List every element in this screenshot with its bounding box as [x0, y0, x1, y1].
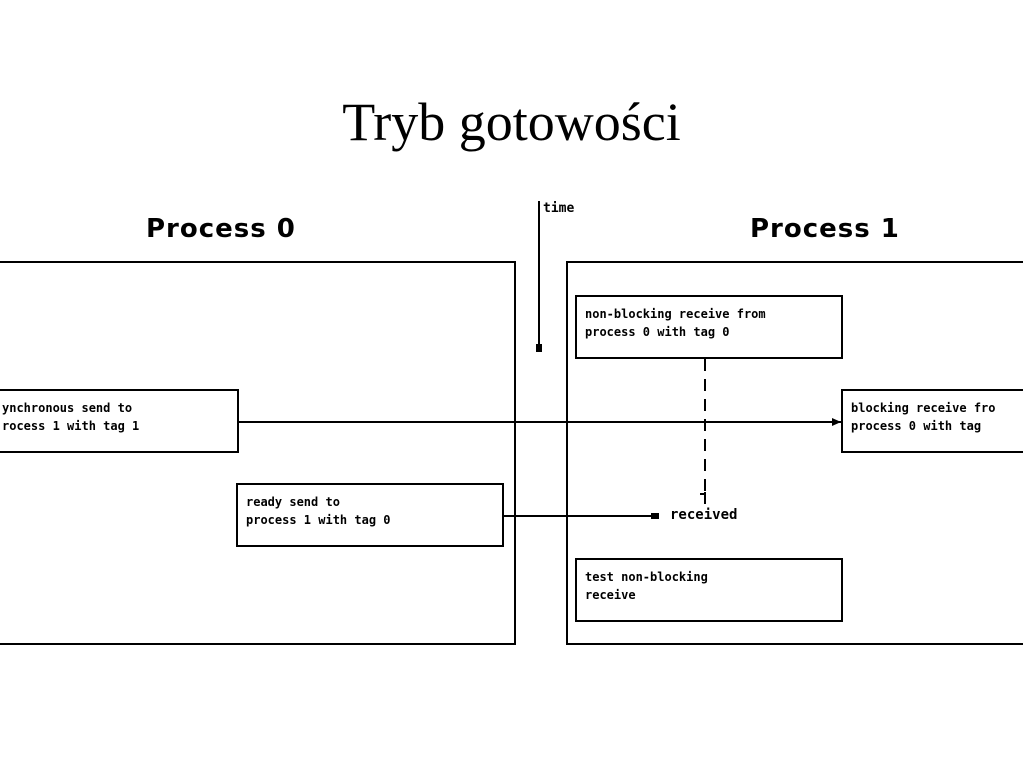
time-axis-arrowhead	[536, 344, 542, 352]
process-1-heading: Process 1	[750, 214, 900, 244]
test-nonblocking-receive-box: test non-blocking receive	[575, 558, 843, 622]
time-label: time	[543, 201, 575, 216]
synchronous-send-box: ynchronous send to rocess 1 with tag 1	[0, 389, 239, 453]
process-0-heading: Process 0	[146, 214, 296, 244]
ready-send-box: ready send to process 1 with tag 0	[236, 483, 504, 547]
received-label: received	[670, 507, 738, 523]
slide-title: Tryb gotowości	[342, 92, 681, 152]
blocking-receive-box: blocking receive fro process 0 with tag	[841, 389, 1023, 453]
process-0-panel	[0, 261, 516, 645]
nonblocking-receive-box: non-blocking receive from process 0 with…	[575, 295, 843, 359]
